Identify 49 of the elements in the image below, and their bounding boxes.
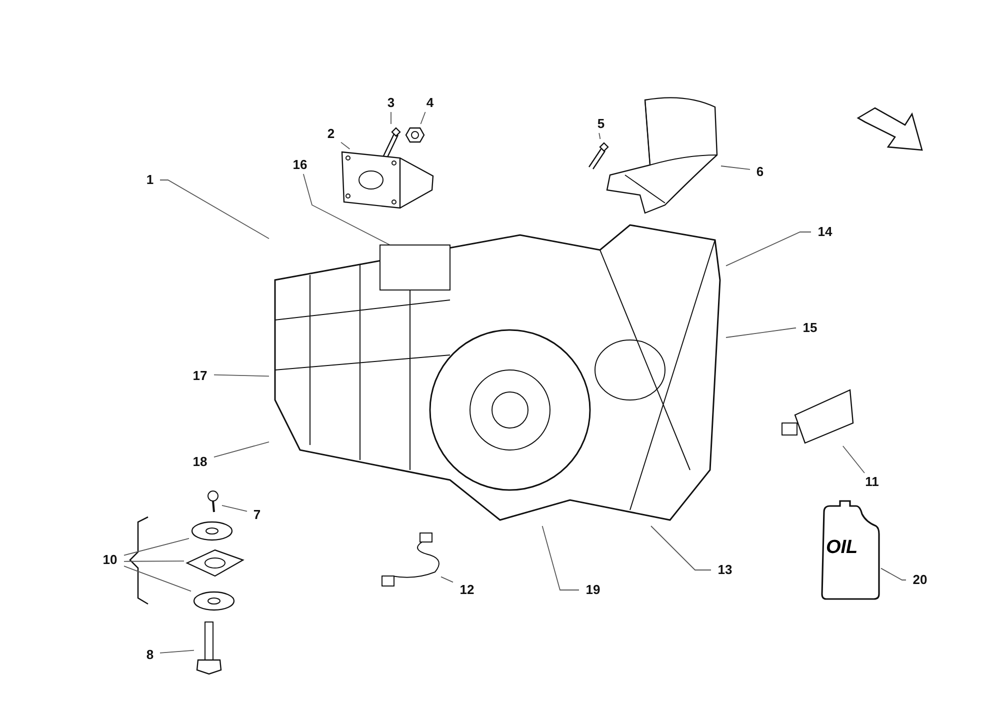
callout-number: 10 bbox=[97, 552, 123, 568]
heat-shield-drawing bbox=[605, 95, 720, 215]
leader-line bbox=[420, 112, 426, 124]
leader-line bbox=[650, 526, 712, 570]
leader-line bbox=[340, 142, 350, 150]
callout-number: 5 bbox=[592, 116, 610, 132]
leader-line bbox=[124, 538, 190, 556]
callout-number: 17 bbox=[187, 368, 213, 384]
callout-number: 4 bbox=[421, 95, 439, 111]
callout-number: 1 bbox=[141, 172, 159, 188]
callout-number: 7 bbox=[248, 507, 266, 523]
bracket-drawing bbox=[340, 150, 435, 210]
nut-drawing bbox=[405, 125, 425, 145]
callout-number: 15 bbox=[797, 320, 823, 336]
callout-number: 14 bbox=[812, 224, 838, 240]
callout-number: 2 bbox=[322, 126, 340, 142]
leader-line bbox=[720, 166, 750, 170]
leader-line bbox=[160, 650, 194, 654]
leader-line bbox=[160, 180, 270, 240]
callout-number: 18 bbox=[187, 454, 213, 470]
washer-drawing bbox=[190, 520, 235, 542]
leader-line bbox=[214, 374, 270, 377]
jug-label: OIL bbox=[826, 538, 858, 558]
callout-number: 20 bbox=[907, 572, 933, 588]
screw-drawing bbox=[205, 490, 221, 514]
leader-line bbox=[222, 504, 248, 512]
leader-line bbox=[880, 568, 906, 580]
leader-line bbox=[124, 566, 192, 592]
leader-line bbox=[390, 112, 392, 124]
leader-line bbox=[124, 560, 184, 562]
callout-number: 11 bbox=[859, 474, 885, 490]
callout-number: 8 bbox=[141, 647, 159, 663]
leader-line bbox=[726, 232, 812, 266]
leader-line bbox=[726, 328, 796, 338]
callout-number: 6 bbox=[751, 164, 769, 180]
leader-line bbox=[302, 174, 392, 246]
callout-number: 13 bbox=[712, 562, 738, 578]
callout-number: 16 bbox=[287, 157, 313, 173]
bolt-drawing bbox=[195, 620, 223, 675]
washer-drawing bbox=[192, 590, 237, 612]
leader-line bbox=[542, 526, 580, 590]
callout-number: 3 bbox=[382, 95, 400, 111]
leader-line bbox=[598, 132, 601, 140]
callout-number: 19 bbox=[580, 582, 606, 598]
leader-line bbox=[842, 446, 865, 474]
mounting-plate-drawing bbox=[185, 548, 245, 578]
leader-line bbox=[214, 441, 270, 458]
callout-number: 12 bbox=[454, 582, 480, 598]
leader-line bbox=[440, 576, 454, 583]
